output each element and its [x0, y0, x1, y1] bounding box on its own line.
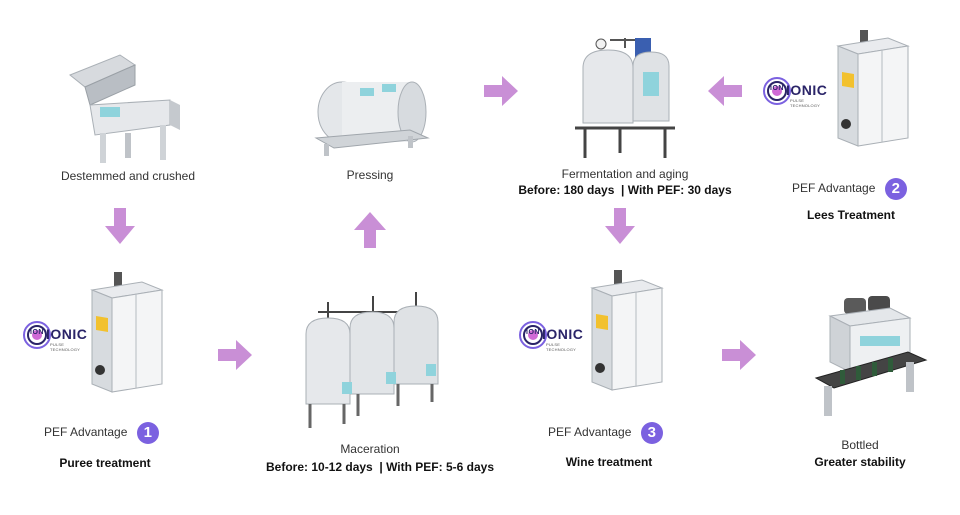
ionic-logo-text: IONIC	[46, 326, 88, 342]
destemmer-machine-illustration	[69, 54, 180, 163]
ionic-logo-icon	[763, 77, 791, 105]
pef-advantage-1-badge: 1	[136, 422, 159, 444]
ionic-logo-1: ION IONIC PULSE TECHNOLOGY	[22, 320, 94, 354]
fermentation-detail: Before: 180 days | With PEF: 30 days	[518, 183, 732, 197]
pef-advantage-2-badge: 2	[884, 178, 907, 200]
arrow-up-pressing	[354, 212, 386, 248]
ionic-logo-prefix: ION	[30, 329, 44, 336]
arrow-down-to-wine	[605, 208, 635, 244]
pef-advantage-3: PEF Advantage 3	[548, 422, 663, 444]
ionic-logo-prefix: ION	[770, 85, 784, 92]
arrow-right-to-maceration	[218, 340, 252, 370]
lees-treatment-label: Lees Treatment	[806, 208, 896, 222]
maceration-tanks-illustration	[305, 292, 439, 428]
pef-advantage-3-label: PEF Advantage	[548, 425, 632, 440]
arrow-right-to-fermentation	[484, 76, 518, 106]
pef-cabinet-3-illustration	[590, 270, 664, 391]
ionic-logo-3: ION IONIC PULSE TECHNOLOGY	[518, 320, 590, 354]
fermentation-label: Fermentation and aging	[561, 167, 689, 181]
ionic-logo-text: IONIC	[542, 326, 584, 342]
fermentation-tank-illustration	[575, 38, 675, 158]
pef-advantage-2: PEF Advantage 2	[792, 178, 907, 200]
ionic-logo-tagline: PULSE TECHNOLOGY	[50, 342, 81, 352]
ionic-logo-2: ION IONIC PULSE TECHNOLOGY	[762, 76, 834, 110]
pef-advantage-1: PEF Advantage 1	[44, 422, 159, 444]
arrow-down-1	[105, 208, 135, 244]
maceration-label: Maceration	[340, 442, 400, 456]
ionic-logo-text: IONIC	[786, 82, 828, 98]
puree-treatment-label: Puree treatment	[59, 456, 151, 470]
press-machine-illustration	[314, 81, 430, 156]
ionic-logo-prefix: ION	[526, 329, 540, 336]
pef-advantage-2-label: PEF Advantage	[792, 181, 876, 196]
arrow-right-to-bottling	[722, 340, 756, 370]
pef-cabinet-2-illustration	[836, 30, 910, 147]
wine-treatment-label: Wine treatment	[565, 455, 653, 469]
ionic-logo-icon	[23, 321, 51, 349]
ionic-logo-tagline: PULSE TECHNOLOGY	[790, 98, 821, 108]
bottled-detail: Greater stability	[814, 455, 906, 469]
maceration-detail: Before: 10-12 days | With PEF: 5-6 days	[266, 460, 494, 474]
bottling-machine-illustration	[814, 296, 928, 416]
arrow-left-from-lees	[708, 76, 742, 106]
ionic-logo-icon	[519, 321, 547, 349]
destemmed-label: Destemmed and crushed	[60, 169, 196, 183]
pef-cabinet-1-illustration	[90, 272, 164, 393]
pef-advantage-3-badge: 3	[640, 422, 663, 444]
bottled-label: Bottled	[841, 438, 879, 452]
ionic-logo-tagline: PULSE TECHNOLOGY	[546, 342, 577, 352]
pressing-label: Pressing	[346, 168, 394, 182]
pef-advantage-1-label: PEF Advantage	[44, 425, 128, 440]
